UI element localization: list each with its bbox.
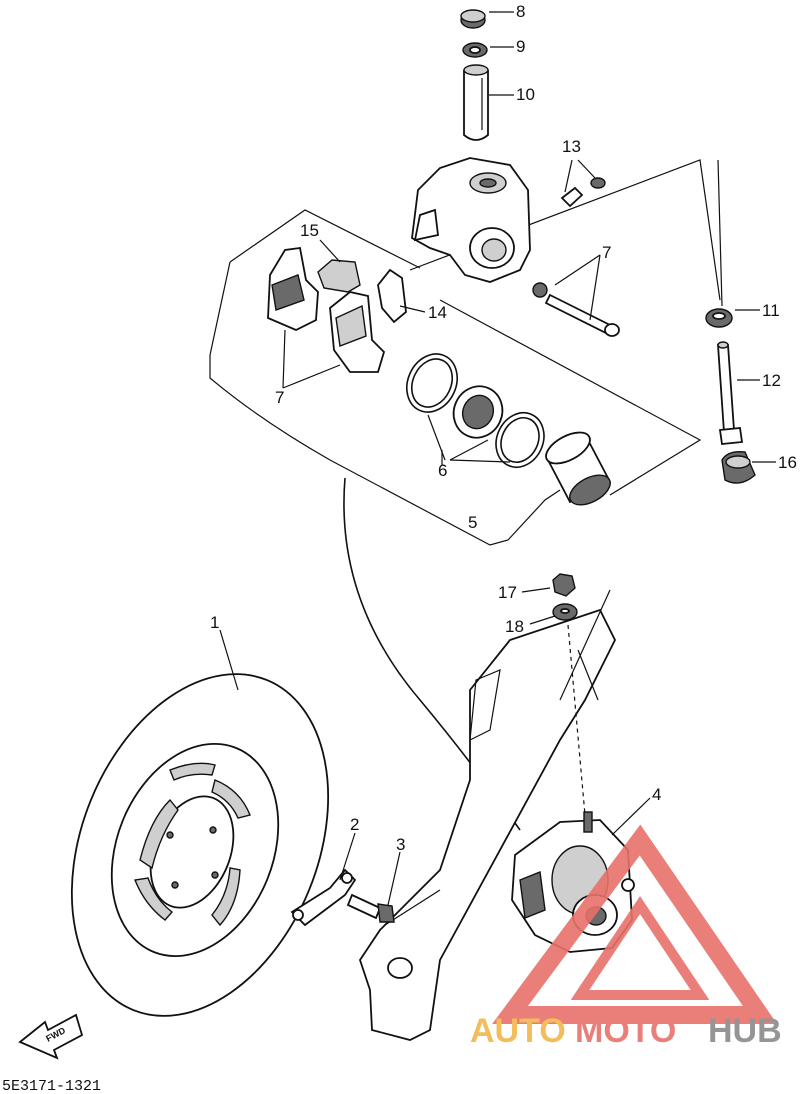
nut-8 [460,9,486,29]
brake-disc [70,673,330,1017]
pad-spring-14 [377,268,407,324]
callout-2: 2 [350,815,359,834]
callout-1: 1 [210,613,219,632]
front-arrow-icon: FWD [18,1013,84,1060]
caliper-bracket [411,157,531,283]
callout-17: 17 [498,583,517,602]
callout-7-left: 7 [275,388,284,407]
callout-6: 6 [438,461,447,480]
callout-8: 8 [516,2,525,21]
watermark-hub: HUB [708,1012,782,1050]
bolt-7 [532,282,620,337]
watermark-moto: MOTO [575,1012,676,1050]
callout-15: 15 [300,221,319,240]
boot-16 [721,450,756,484]
part-code: 5E3171-1321 [2,1078,101,1094]
piston-seal-6 [452,385,504,439]
bolt-12 [717,341,744,445]
automotohub-watermark: AUTO MOTO HUB [470,824,782,1050]
brake-pad-right [329,291,386,373]
brake-pad-left [267,246,319,331]
callout-9: 9 [516,37,525,56]
callout-11: 11 [762,301,780,320]
fork-leg [359,608,617,1041]
sleeve-10 [463,64,489,141]
washer-9 [462,42,488,58]
callout-10: 10 [516,85,535,104]
bolt-3 [346,893,395,923]
callout-3: 3 [396,835,405,854]
callout-7-right: 7 [602,243,611,262]
pad-shim-15 [317,259,361,293]
dust-seal-6 [406,353,458,413]
callout-13: 13 [562,137,581,156]
leader-lines [219,11,776,906]
callout-18: 18 [505,617,524,636]
caliper-piston [545,431,611,506]
washer-11 [705,308,733,328]
o-ring-6 [495,412,545,468]
callout-14: 14 [428,303,447,322]
washer-18 [552,603,578,621]
nut-17 [552,573,576,597]
bleed-screw-13 [560,177,606,208]
callout-labels: 8 9 10 13 7 15 14 7 6 5 11 12 16 17 18 1… [210,2,797,854]
callout-16: 16 [778,453,797,472]
callout-4: 4 [652,785,661,804]
callout-12: 12 [762,371,781,390]
watermark-auto: AUTO [470,1012,566,1050]
callout-5: 5 [468,513,477,532]
lock-plate-2 [290,868,357,927]
